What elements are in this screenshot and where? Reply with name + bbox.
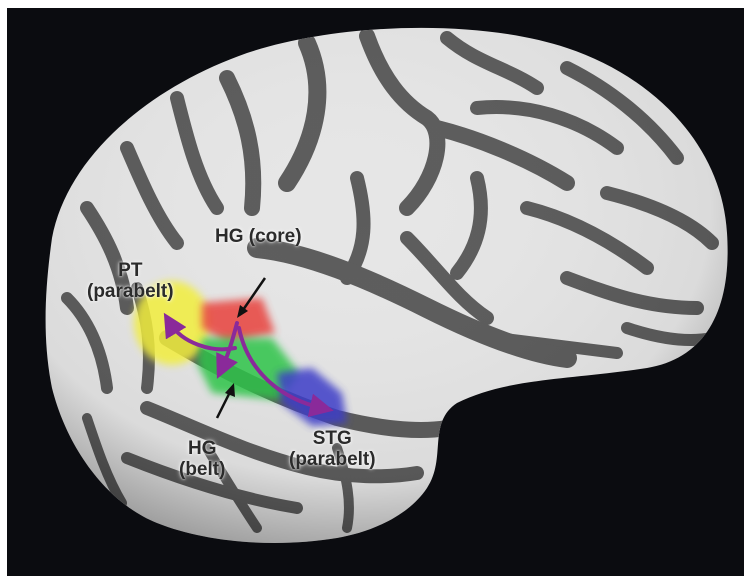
label-pt-parabelt: PT (parabelt) <box>87 260 174 302</box>
label-hg-belt: HG (belt) <box>179 438 225 480</box>
label-hg-belt-line1: HG <box>179 438 225 459</box>
label-hg-core-text: HG (core) <box>215 226 302 247</box>
label-hg-belt-line2: (belt) <box>179 459 225 480</box>
label-pt-line1: PT <box>87 260 174 281</box>
brain-figure: HG (core) PT (parabelt) HG (belt) STG (p… <box>7 8 744 576</box>
label-hg-core: HG (core) <box>215 226 302 247</box>
label-pt-line2: (parabelt) <box>87 281 174 302</box>
label-stg-line1: STG <box>289 428 376 449</box>
label-stg-line2: (parabelt) <box>289 449 376 470</box>
label-stg-parabelt: STG (parabelt) <box>289 428 376 470</box>
